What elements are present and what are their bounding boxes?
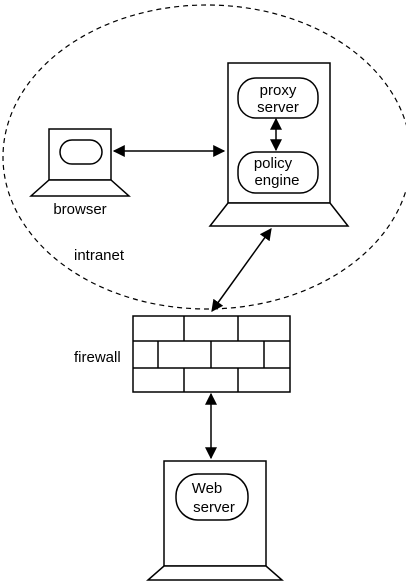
- firewall-brick-wall-icon: [132, 315, 291, 393]
- policy-engine-component: [237, 151, 319, 194]
- web-server-component: [175, 473, 249, 521]
- intranet-boundary: [2, 4, 406, 310]
- proxy-server-label-line1: proxy: [260, 82, 297, 99]
- web-server-host-icon: [146, 460, 284, 581]
- policy-engine-label-line1: policy: [254, 155, 293, 172]
- browser-label: browser: [53, 201, 106, 218]
- policy-engine-label-line2: engine: [254, 172, 299, 189]
- web-server-label-line2: server: [193, 499, 235, 516]
- browser-laptop-icon: [29, 128, 131, 197]
- proxy-firewall-arrow: [211, 228, 272, 312]
- web-server-label-line1: Web: [192, 480, 223, 497]
- proxy-server-label-line2: server: [257, 99, 299, 116]
- firewall-label: firewall: [74, 349, 121, 366]
- intranet-label: intranet: [74, 247, 125, 264]
